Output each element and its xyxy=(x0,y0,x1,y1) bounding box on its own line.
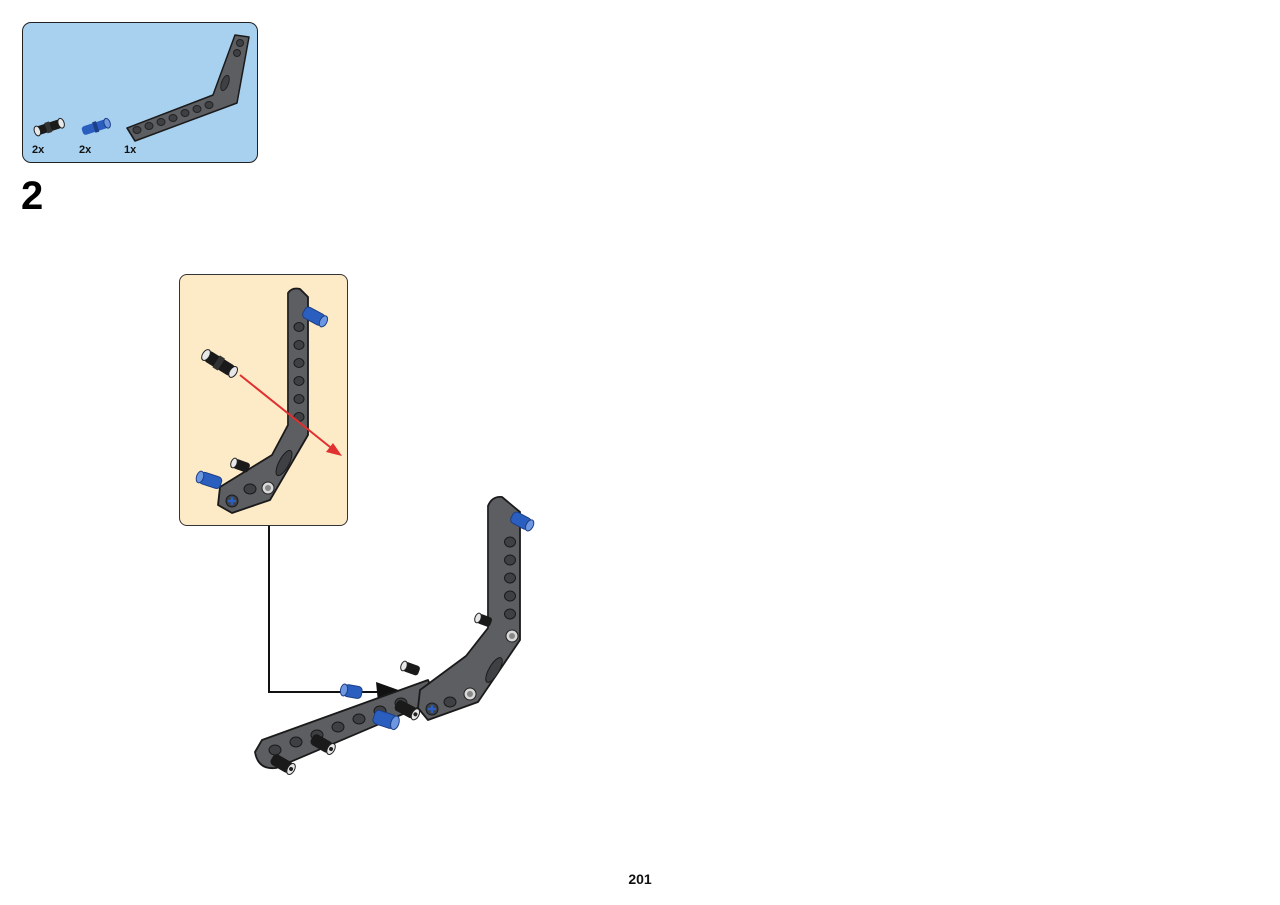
parts-list-art xyxy=(33,34,250,142)
black-friction-pin-icon xyxy=(270,754,296,775)
insertion-arrow-icon xyxy=(239,374,342,456)
step-number: 2 xyxy=(21,174,44,218)
blue-axle-pin-icon xyxy=(195,470,223,489)
bent-beam-icon xyxy=(417,496,521,721)
callout-illustration xyxy=(195,287,342,514)
parts-list-panel: 2x 2x 1x xyxy=(22,22,258,163)
blue-axle-pin-icon xyxy=(372,709,400,731)
blue-axle-pin-icon xyxy=(81,117,111,135)
quantity-label: 2x xyxy=(79,144,92,156)
black-friction-pin-icon xyxy=(310,734,336,755)
subassembly-callout xyxy=(179,274,348,526)
black-friction-pin-icon xyxy=(394,700,421,721)
black-friction-pin-icon xyxy=(400,660,420,676)
quantity-label: 1x xyxy=(124,144,137,156)
blue-axle-pin-icon xyxy=(339,683,363,699)
blue-axle-pin-icon xyxy=(302,306,329,328)
black-friction-pin-icon xyxy=(201,349,238,378)
black-friction-pin-icon xyxy=(33,117,65,137)
bent-beam-icon xyxy=(217,287,309,514)
black-friction-pin-icon xyxy=(230,457,250,473)
quantity-label: 2x xyxy=(32,144,45,156)
callout-connector-line xyxy=(268,526,404,702)
page-number: 201 xyxy=(628,871,652,887)
blue-axle-pin-icon xyxy=(510,511,535,532)
bent-beam-icon xyxy=(126,34,250,142)
black-friction-pin-icon xyxy=(474,612,493,627)
